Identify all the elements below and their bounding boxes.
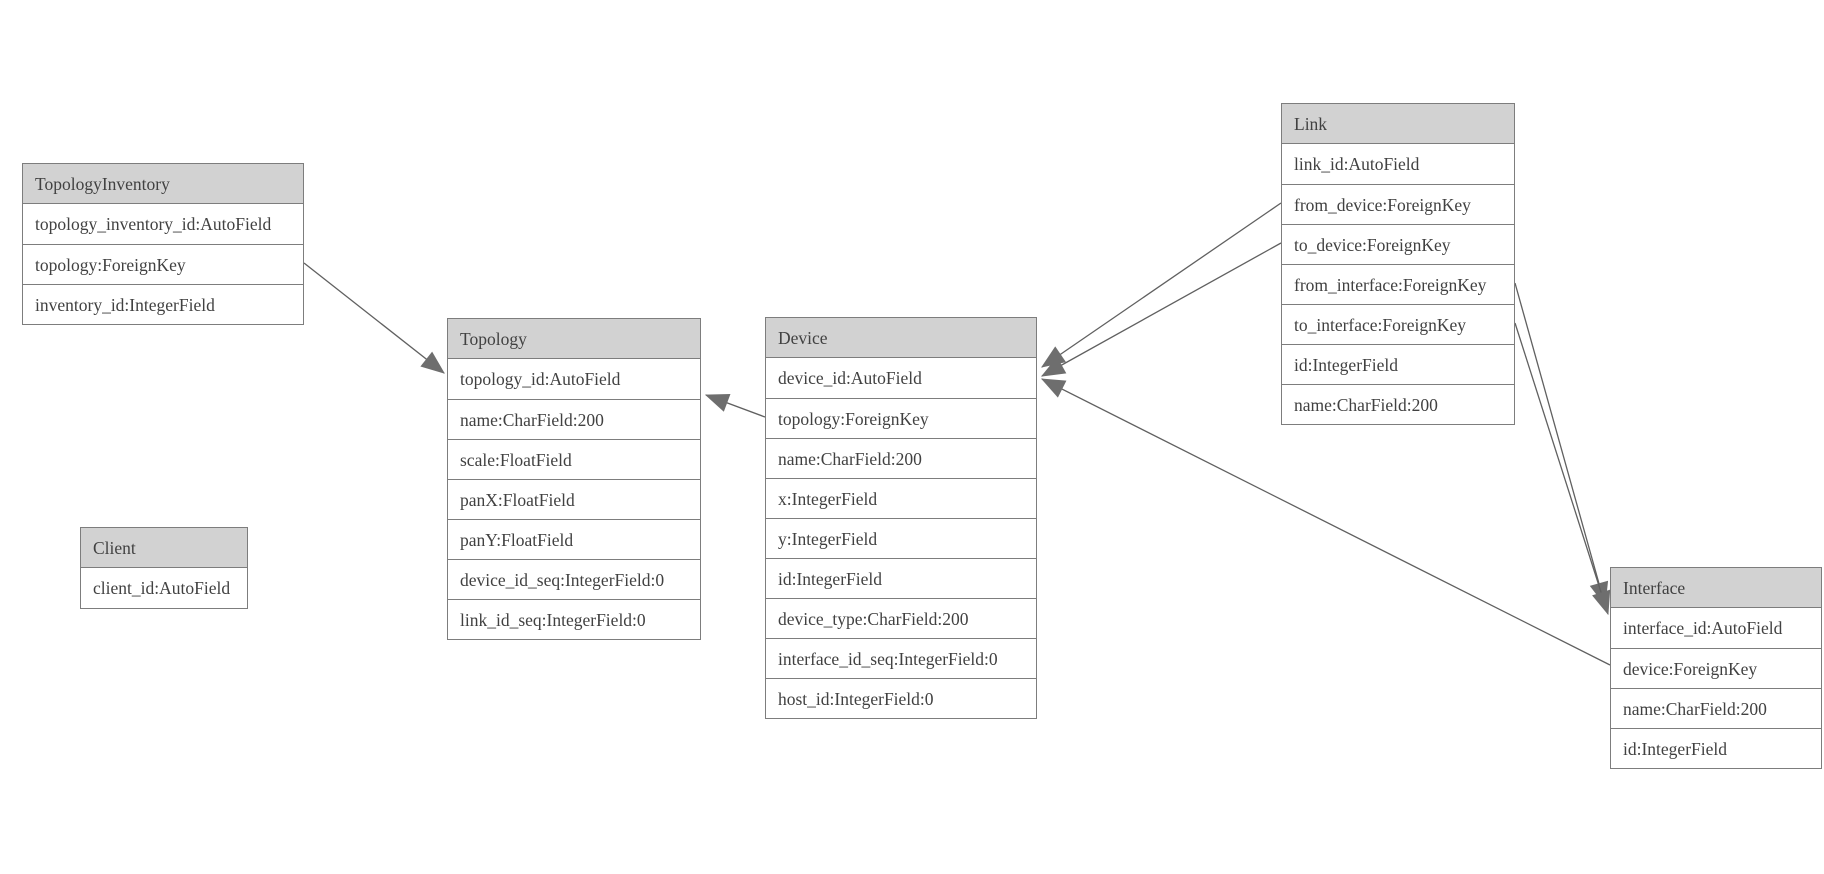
entity-field: device:ForeignKey <box>1611 648 1821 688</box>
entity-field: interface_id_seq:IntegerField:0 <box>766 638 1036 678</box>
entity-field: scale:FloatField <box>448 439 700 479</box>
relationship-link-to_device-to-device <box>1040 242 1282 377</box>
entity-field: y:IntegerField <box>766 518 1036 558</box>
entity-field: to_interface:ForeignKey <box>1282 304 1514 344</box>
relationship-link-to_interface-to-interface <box>1514 322 1611 616</box>
entity-field: topology_id:AutoField <box>448 359 700 399</box>
entity-field: name:CharField:200 <box>1282 384 1514 424</box>
entity-field: host_id:IntegerField:0 <box>766 678 1036 718</box>
entity-field: x:IntegerField <box>766 478 1036 518</box>
entity-field: name:CharField:200 <box>766 438 1036 478</box>
entity-field: device_id_seq:IntegerField:0 <box>448 559 700 599</box>
entity-title-topology: Topology <box>448 319 700 359</box>
relationship-link-from_device-to-device <box>1041 202 1282 368</box>
relationship-device-topology-to-topology <box>704 393 766 418</box>
entity-field: link_id_seq:IntegerField:0 <box>448 599 700 639</box>
entity-field: device_type:CharField:200 <box>766 598 1036 638</box>
relationship-link-from_interface-to-interface <box>1514 282 1609 607</box>
entity-title-interface: Interface <box>1611 568 1821 608</box>
entity-field: topology:ForeignKey <box>23 244 303 284</box>
entity-field: panX:FloatField <box>448 479 700 519</box>
relationship-edges <box>303 202 1611 666</box>
entity-field: from_interface:ForeignKey <box>1282 264 1514 304</box>
entity-field: name:CharField:200 <box>1611 688 1821 728</box>
entity-title-topologyinventory: TopologyInventory <box>23 164 303 204</box>
entity-field: device_id:AutoField <box>766 358 1036 398</box>
entity-title-client: Client <box>81 528 247 568</box>
entity-field: interface_id:AutoField <box>1611 608 1821 648</box>
entity-field: from_device:ForeignKey <box>1282 184 1514 224</box>
entity-field: id:IntegerField <box>1611 728 1821 768</box>
entity-title-device: Device <box>766 318 1036 358</box>
entity-field: link_id:AutoField <box>1282 144 1514 184</box>
entity-title-link: Link <box>1282 104 1514 144</box>
entity-field: to_device:ForeignKey <box>1282 224 1514 264</box>
entity-field: client_id:AutoField <box>81 568 247 608</box>
entity-field: topology_inventory_id:AutoField <box>23 204 303 244</box>
relationship-interface-device-to-device <box>1040 378 1611 666</box>
relationship-topologyinventory-topology-to-topology <box>303 262 445 374</box>
entity-field: name:CharField:200 <box>448 399 700 439</box>
entity-field: topology:ForeignKey <box>766 398 1036 438</box>
entity-field: id:IntegerField <box>1282 344 1514 384</box>
entity-field: id:IntegerField <box>766 558 1036 598</box>
entity-field: panY:FloatField <box>448 519 700 559</box>
entity-field: inventory_id:IntegerField <box>23 284 303 324</box>
